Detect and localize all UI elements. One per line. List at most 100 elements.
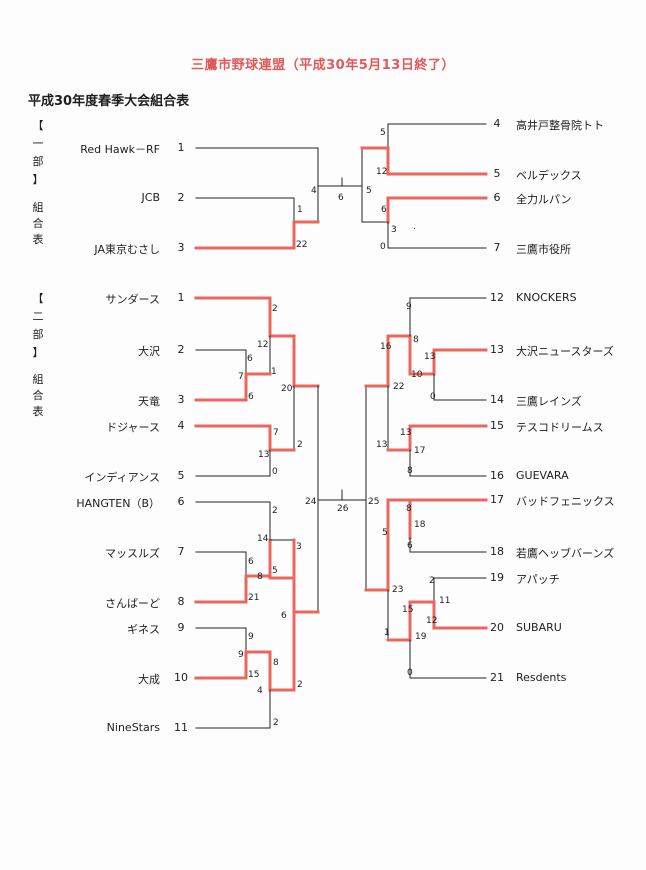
team-number: 5 bbox=[493, 167, 501, 180]
team-name: 三鷹市役所 bbox=[516, 243, 571, 256]
game-score: 16 bbox=[380, 342, 392, 352]
team-number: 8 bbox=[177, 595, 185, 608]
team-name: さんばーど bbox=[105, 597, 160, 610]
team-number: 16 bbox=[490, 469, 504, 482]
game-score: 14 bbox=[257, 534, 269, 544]
team-name: SUBARU bbox=[516, 621, 562, 634]
game-score: 13 bbox=[424, 352, 436, 362]
division1-label-char: 】 bbox=[32, 173, 44, 186]
game-score: 13 bbox=[376, 440, 388, 450]
team-name: テスコドリームス bbox=[516, 421, 604, 434]
game-score: 11 bbox=[439, 596, 451, 606]
game-score: 12 bbox=[376, 167, 388, 177]
team-number: 1 bbox=[177, 141, 185, 154]
team-number: 2 bbox=[177, 343, 185, 356]
division2-label-char: 】 bbox=[32, 346, 44, 359]
team-name: 大沢ニュースターズ bbox=[516, 345, 614, 358]
game-score: 15 bbox=[402, 605, 414, 615]
team-number: 21 bbox=[490, 671, 504, 684]
team-name: 全力ルパン bbox=[516, 193, 572, 206]
team-number: 10 bbox=[174, 671, 188, 684]
team-name: ギネス bbox=[127, 623, 160, 636]
stray-dot: . bbox=[413, 222, 416, 232]
game-score: 2 bbox=[273, 718, 279, 728]
team-number: 1 bbox=[177, 291, 185, 304]
game-score: 13 bbox=[258, 450, 270, 460]
team-number: 2 bbox=[177, 191, 185, 204]
team-number: 5 bbox=[177, 469, 185, 482]
team-number: 4 bbox=[493, 117, 501, 130]
game-score: 2 bbox=[297, 440, 303, 450]
team-number: 19 bbox=[490, 571, 504, 584]
team-number: 15 bbox=[490, 419, 504, 432]
game-score: 8 bbox=[407, 466, 413, 476]
game-score: 2 bbox=[272, 506, 278, 516]
team-name: Red Hawk－RF bbox=[80, 143, 160, 156]
team-name: 高井戸整骨院トト bbox=[516, 119, 604, 132]
page-subtitle: 平成30年度春季大会組合表 bbox=[28, 94, 190, 109]
team-name: GUEVARA bbox=[516, 469, 569, 482]
division1-label-char: 一 bbox=[32, 137, 44, 150]
team-number: 3 bbox=[177, 241, 185, 254]
game-score: 6 bbox=[248, 392, 254, 402]
game-score: 8 bbox=[413, 335, 419, 345]
page-title: 三鷹市野球連盟（平成30年5月13日終了） bbox=[191, 58, 455, 73]
game-score: 2 bbox=[429, 576, 435, 586]
team-number: 9 bbox=[177, 621, 185, 634]
game-score: 19 bbox=[415, 632, 427, 642]
game-score: 7 bbox=[273, 428, 279, 438]
game-score: 5 bbox=[382, 528, 388, 538]
team-name: HANGTEN（B） bbox=[76, 497, 160, 510]
game-score: 8 bbox=[257, 572, 263, 582]
game-score: 15 bbox=[248, 670, 260, 680]
game-score: 6 bbox=[381, 205, 387, 215]
division2-label-char: 二 bbox=[32, 310, 44, 323]
game-score: 6 bbox=[338, 193, 344, 203]
game-score: 0 bbox=[407, 668, 413, 678]
game-score: 1 bbox=[384, 628, 390, 638]
game-score: 22 bbox=[393, 382, 405, 392]
division2-sub-char: 組 bbox=[32, 373, 44, 386]
game-score: 2 bbox=[297, 680, 303, 690]
team-number: 13 bbox=[490, 343, 504, 356]
team-name: 三鷹レインズ bbox=[516, 395, 582, 408]
division2-sub-char: 表 bbox=[32, 405, 44, 418]
team-number: 11 bbox=[174, 721, 188, 734]
team-name: インディアンス bbox=[84, 471, 160, 484]
game-score: 0 bbox=[380, 242, 386, 252]
game-score: 9 bbox=[238, 650, 244, 660]
game-score: 10 bbox=[411, 370, 423, 380]
game-score: 21 bbox=[248, 593, 260, 603]
division1-sub-char: 組 bbox=[32, 201, 44, 214]
team-name: JCB bbox=[141, 191, 160, 204]
game-score: 22 bbox=[296, 240, 308, 250]
game-score: 18 bbox=[414, 520, 426, 530]
team-name: アパッチ bbox=[516, 573, 560, 586]
team-name: JA東京むさし bbox=[94, 243, 160, 256]
team-name: Resdents bbox=[516, 671, 567, 684]
game-score: 4 bbox=[257, 686, 263, 696]
division1-label-char: 部 bbox=[32, 155, 44, 168]
division2-label-char: 部 bbox=[32, 328, 44, 341]
team-number: 4 bbox=[177, 419, 185, 432]
team-name: ベルデックス bbox=[516, 169, 582, 182]
division1-sub-char: 表 bbox=[32, 233, 44, 246]
team-number: 18 bbox=[490, 545, 504, 558]
game-score: 25 bbox=[368, 497, 380, 507]
game-score: 26 bbox=[337, 504, 349, 514]
team-number: 6 bbox=[493, 191, 501, 204]
game-score: 6 bbox=[248, 557, 254, 567]
game-score: 1 bbox=[271, 367, 277, 377]
team-name: KNOCKERS bbox=[516, 291, 577, 304]
game-score: 6 bbox=[407, 541, 413, 551]
game-score: 12 bbox=[426, 616, 438, 626]
team-number: 17 bbox=[490, 493, 504, 506]
team-name: 大成 bbox=[138, 673, 160, 686]
game-score: 8 bbox=[406, 504, 412, 514]
team-number: 12 bbox=[490, 291, 504, 304]
team-number: 7 bbox=[177, 545, 185, 558]
game-score: 2 bbox=[272, 304, 278, 314]
team-name: サンダース bbox=[105, 293, 160, 306]
